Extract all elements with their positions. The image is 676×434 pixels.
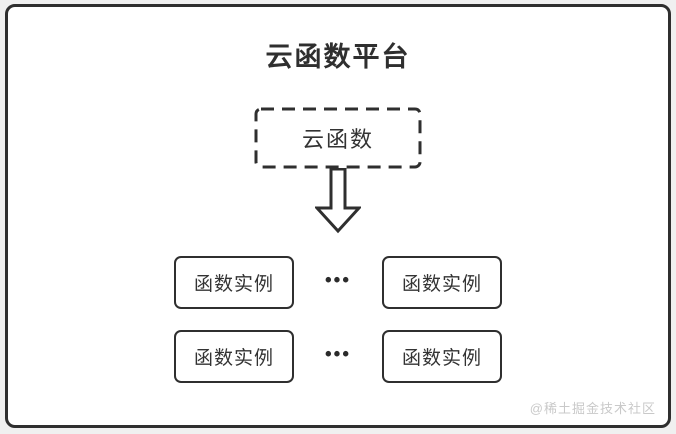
function-instance-node: 函数实例 xyxy=(382,330,502,383)
instance-row: 函数实例 ••• 函数实例 xyxy=(174,256,502,309)
watermark: @稀土掘金技术社区 xyxy=(529,401,656,416)
instance-grid: 函数实例 ••• 函数实例 函数实例 ••• 函数实例 xyxy=(174,256,502,383)
cloud-function-node: 云函数 xyxy=(254,107,422,169)
diagram-title: 云函数平台 xyxy=(265,42,411,72)
function-instance-node: 函数实例 xyxy=(174,330,294,383)
diagram-panel: 云函数平台 云函数 函数实例 ••• 函数实例 函数实例 ••• 函数实例 @稀… xyxy=(5,4,671,428)
function-instance-node: 函数实例 xyxy=(382,256,502,309)
ellipsis-dots-icon: ••• xyxy=(325,270,351,291)
function-instance-node: 函数实例 xyxy=(174,256,294,309)
instance-row: 函数实例 ••• 函数实例 xyxy=(174,330,502,383)
cloud-function-label: 云函数 xyxy=(301,127,374,152)
dashed-border-icon xyxy=(254,107,422,169)
ellipsis-dots-icon: ••• xyxy=(325,344,351,365)
down-arrow-icon xyxy=(315,168,361,234)
